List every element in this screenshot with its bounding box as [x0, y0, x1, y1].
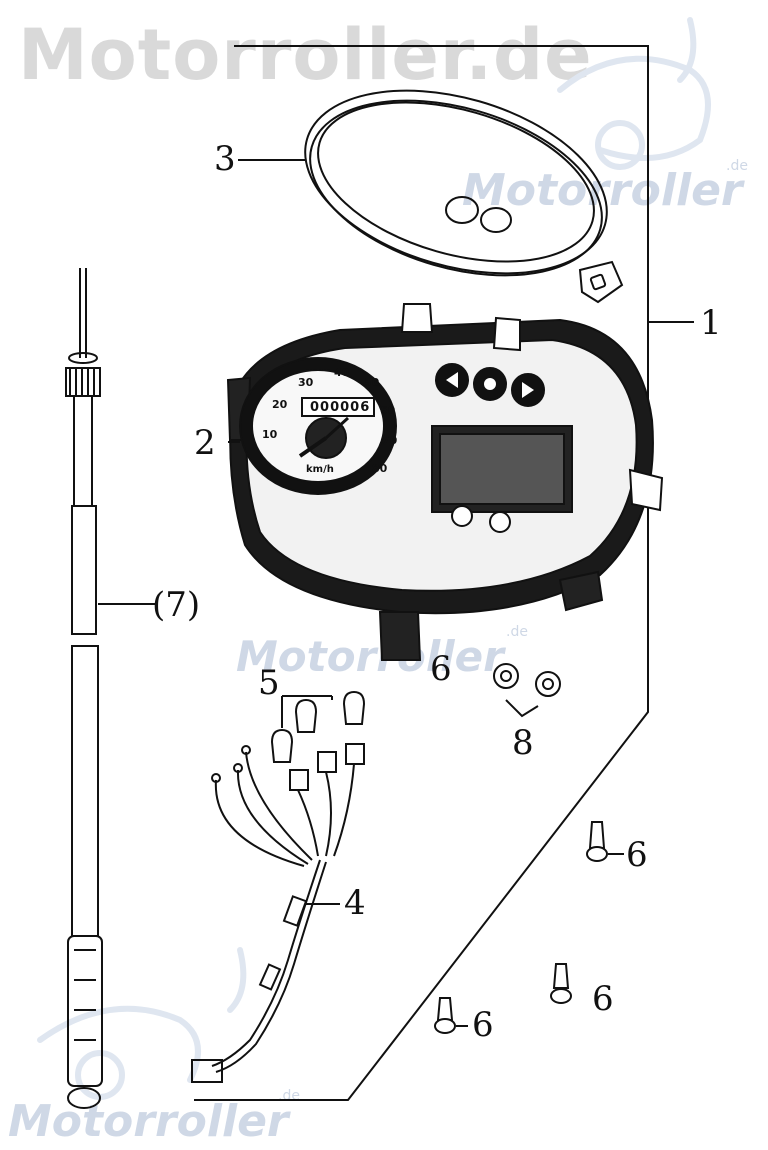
callout-5: 5: [258, 663, 280, 703]
callout-7: (7): [152, 585, 201, 625]
callout-6-cluster: 6: [430, 649, 452, 689]
watermark-brand-bottom: Motorroller: [8, 1096, 289, 1147]
callout-8: 8: [512, 723, 534, 763]
callout-6-screw-right: 6: [626, 835, 648, 875]
callout-1: 1: [700, 303, 722, 343]
scale-mark-20: 20: [272, 398, 288, 411]
callout-6-screw-left: 6: [472, 1005, 494, 1045]
callout-6-screw-middle: 6: [592, 979, 614, 1019]
screws: [434, 821, 624, 1034]
callout-4: 4: [344, 883, 366, 923]
nuts: [493, 663, 561, 718]
callout-3: 3: [214, 139, 236, 179]
assembly-bracket: [194, 45, 694, 1101]
speedometer-cable: [65, 268, 156, 1109]
watermark-suffix-right: .de: [726, 158, 748, 174]
watermark-top: Motorroller.de: [18, 14, 593, 96]
odometer-reading: 000006: [310, 400, 371, 415]
callout-2: 2: [194, 423, 216, 463]
scale-mark-40: 40: [334, 366, 350, 379]
scale-mark-60: 60: [380, 404, 396, 417]
speed-unit: km/h: [306, 464, 334, 475]
scale-mark-50: 50: [364, 376, 380, 389]
scooter-watermark-icon: [37, 17, 711, 1100]
scale-mark-70: 70: [382, 434, 398, 447]
scale-mark-80: 80: [372, 462, 388, 475]
watermark-suffix-middle: .de: [506, 624, 528, 640]
bulbs: [270, 690, 366, 763]
scale-mark-10: 10: [262, 428, 278, 441]
instrument-cluster: [226, 303, 664, 661]
wiring-harness: [191, 743, 365, 1083]
watermark-brand-middle: Motorroller: [236, 632, 504, 681]
scale-mark-30: 30: [298, 376, 314, 389]
lens-cover: [238, 89, 624, 304]
